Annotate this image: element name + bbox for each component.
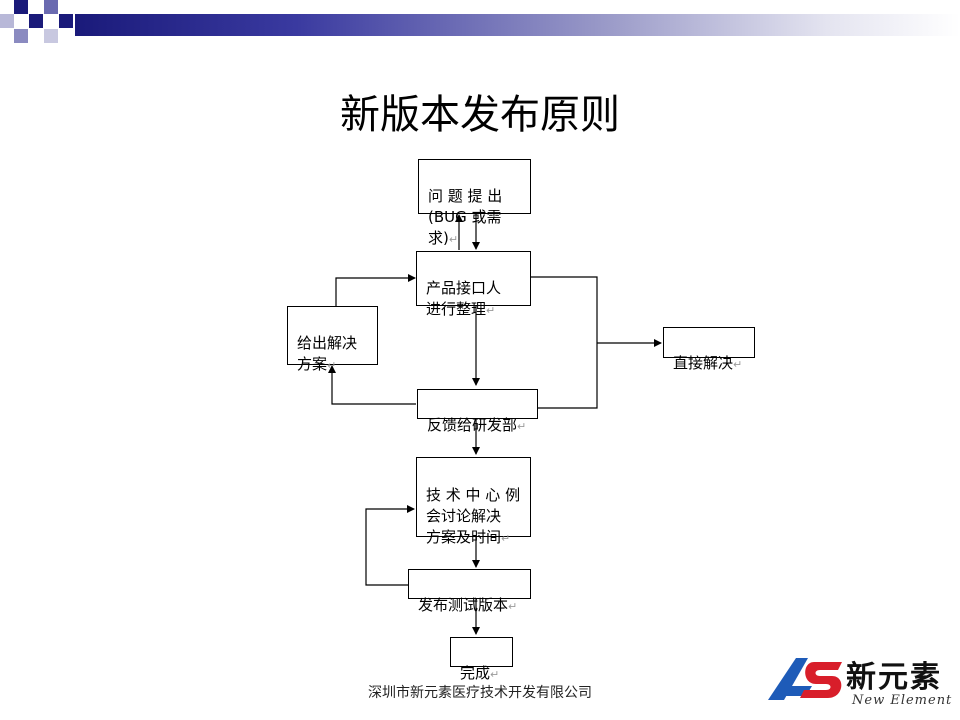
node-solution: 给出解决 方案↵ — [287, 306, 378, 373]
arrow-solution-to-product — [335, 274, 416, 307]
header-gradient-band — [75, 14, 960, 36]
node-tech: 技 术 中 心 例 会讨论解决 方案及时间↵ — [416, 457, 531, 546]
header-square — [0, 14, 14, 28]
header-square — [29, 14, 43, 28]
return-mark-icon: ↵ — [486, 304, 496, 317]
return-mark-icon: ↵ — [508, 600, 518, 613]
node-issue-label: 问 题 提 出 (BUG 或需求) — [428, 187, 503, 247]
node-tech-label: 技 术 中 心 例 会讨论解决 方案及时间 — [426, 486, 521, 546]
node-direct-label: 直接解决 — [673, 354, 734, 372]
connector-product-right — [530, 276, 598, 409]
arrow-release-to-tech — [365, 505, 415, 586]
logo-name-cn: 新元素 — [846, 660, 942, 695]
node-done-label: 完成 — [460, 664, 491, 682]
node-release-label: 发布测试版本 — [418, 596, 509, 614]
arrow-feedback-to-solution — [328, 365, 416, 405]
return-mark-icon: ↵ — [733, 358, 743, 371]
footer-company: 深圳市新元素医疗技术开发有限公司 — [368, 685, 592, 701]
node-product: 产品接口人 进行整理↵ — [416, 251, 531, 318]
node-direct: 直接解决↵ — [663, 327, 755, 372]
header-square — [44, 29, 58, 43]
node-issue: 问 题 提 出 (BUG 或需求)↵ — [418, 159, 531, 247]
return-mark-icon: ↵ — [448, 233, 459, 246]
header-square — [14, 29, 28, 43]
node-release: 发布测试版本↵ — [408, 569, 531, 614]
node-product-label: 产品接口人 进行整理 — [426, 279, 502, 318]
return-mark-icon: ↵ — [490, 668, 500, 681]
return-mark-icon: ↵ — [517, 420, 527, 433]
node-solution-label: 给出解决 方案 — [297, 334, 358, 373]
slide-title: 新版本发布原则 — [340, 92, 620, 138]
header-square — [44, 0, 58, 14]
company-logo-icon — [768, 658, 842, 700]
return-mark-icon: ↵ — [327, 359, 337, 372]
node-done: 完成↵ — [450, 637, 513, 682]
node-feedback: 反馈给研发部↵ — [417, 389, 538, 434]
header-square — [59, 14, 73, 28]
header-square — [14, 0, 28, 14]
node-feedback-label: 反馈给研发部 — [427, 416, 518, 434]
return-mark-icon: ↵ — [501, 532, 511, 545]
logo-name-en: New Element — [852, 693, 953, 708]
